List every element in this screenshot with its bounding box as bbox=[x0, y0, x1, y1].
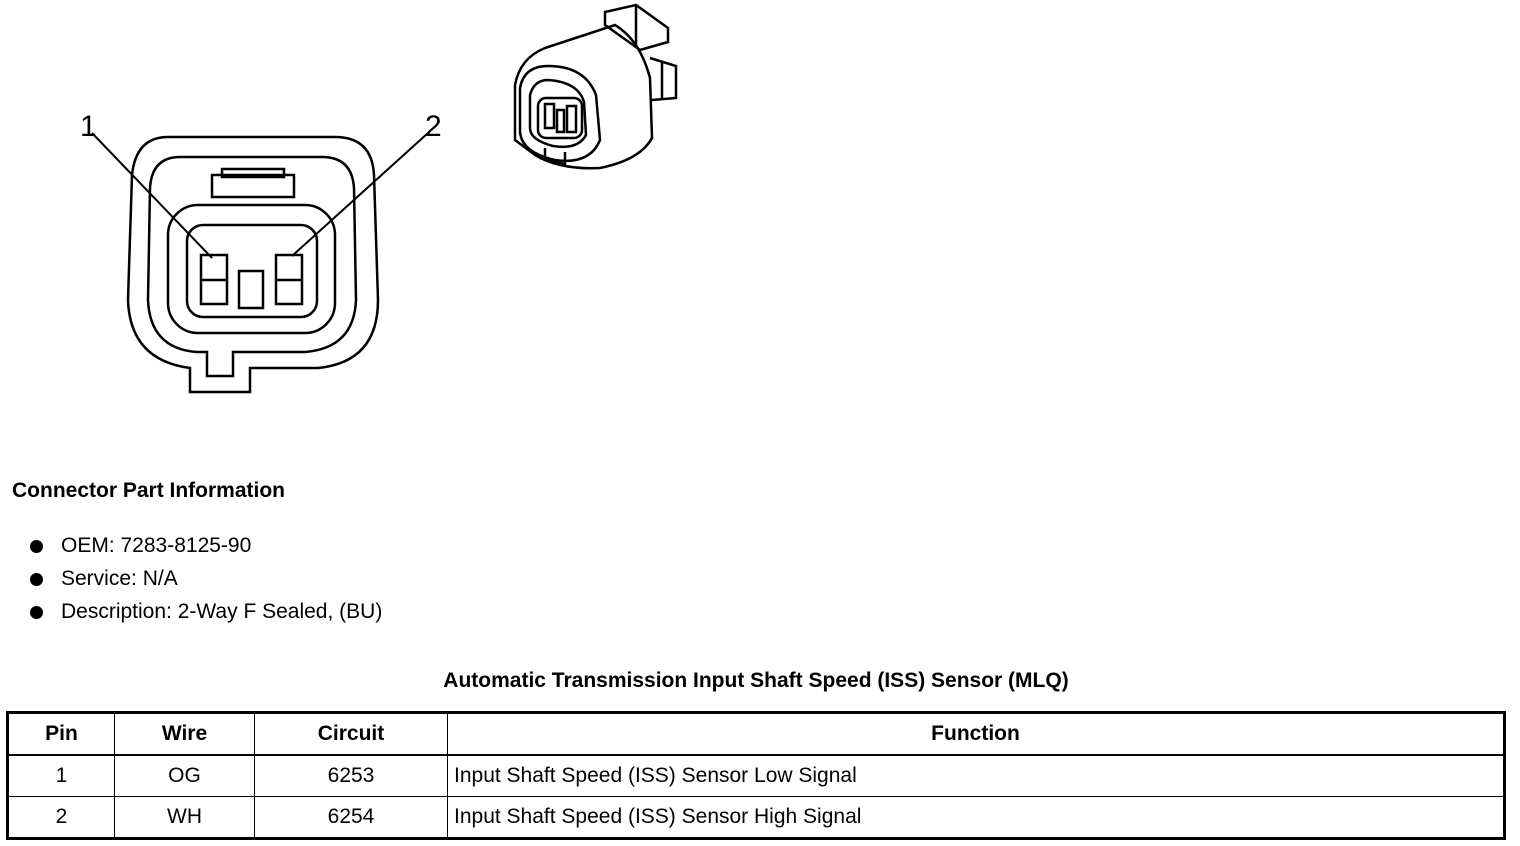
iso-top-box bbox=[603, 3, 670, 52]
info-item-description: Description: 2-Way F Sealed, (BU) bbox=[30, 598, 382, 631]
cell-circuit: 6254 bbox=[254, 796, 448, 839]
info-item-text: OEM: 7283-8125-90 bbox=[61, 534, 252, 557]
header-pin: Pin bbox=[7, 712, 115, 756]
cell-wire: OG bbox=[114, 754, 255, 797]
iso-face-outer bbox=[518, 64, 602, 163]
table-row: 2 WH 6254 Input Shaft Speed (ISS) Sensor… bbox=[7, 796, 1505, 839]
table-title: Automatic Transmission Input Shaft Speed… bbox=[443, 669, 1069, 692]
terminal-cavity-outer bbox=[166, 203, 337, 335]
connector-isometric-view bbox=[513, 3, 678, 170]
cell-circuit: 6253 bbox=[254, 754, 448, 797]
connector-diagram: 1 2 bbox=[80, 3, 678, 394]
connector-latch bbox=[210, 173, 296, 199]
bullet-icon bbox=[30, 573, 43, 586]
iso-face-inner bbox=[528, 78, 588, 149]
iso-body bbox=[513, 23, 654, 170]
pin-1-label: 1 bbox=[80, 110, 97, 143]
terminal-cavity-inner bbox=[185, 223, 319, 319]
pin-2-leader bbox=[291, 132, 429, 257]
connector-latch-top bbox=[220, 167, 286, 179]
cell-function: Input Shaft Speed (ISS) Sensor Low Signa… bbox=[447, 754, 1505, 797]
pinout-table: Pin Wire Circuit Function 1 OG 6253 Inpu… bbox=[6, 711, 1506, 840]
iso-terminal-key bbox=[555, 108, 566, 134]
iso-terminal-window bbox=[536, 96, 584, 140]
header-function: Function bbox=[447, 712, 1505, 756]
cell-pin: 1 bbox=[7, 754, 115, 797]
pin-2-label: 2 bbox=[425, 110, 442, 143]
iso-bottom-tab bbox=[543, 148, 567, 166]
connector-inner-shell bbox=[146, 155, 358, 378]
header-wire: Wire bbox=[114, 712, 255, 756]
connector-face-view bbox=[91, 132, 429, 394]
terminal-key bbox=[237, 269, 265, 310]
info-item-text: Service: N/A bbox=[61, 567, 178, 590]
cell-pin: 2 bbox=[7, 796, 115, 839]
pin-1-leader bbox=[91, 132, 213, 259]
info-item-oem: OEM: 7283-8125-90 bbox=[30, 532, 382, 565]
header-circuit: Circuit bbox=[254, 712, 448, 756]
cell-wire: WH bbox=[114, 796, 255, 839]
connector-info-list: OEM: 7283-8125-90 Service: N/A Descripti… bbox=[30, 532, 382, 631]
connector-outer-shell bbox=[126, 135, 380, 394]
iso-terminal-2 bbox=[565, 104, 578, 134]
table-header-row: Pin Wire Circuit Function bbox=[7, 712, 1505, 756]
info-item-text: Description: 2-Way F Sealed, (BU) bbox=[61, 600, 383, 623]
bullet-icon bbox=[30, 606, 43, 619]
bullet-icon bbox=[30, 540, 43, 553]
cell-function: Input Shaft Speed (ISS) Sensor High Sign… bbox=[447, 796, 1505, 839]
iso-terminal-1 bbox=[543, 102, 556, 130]
table-row: 1 OG 6253 Input Shaft Speed (ISS) Sensor… bbox=[7, 754, 1505, 797]
connector-info-title: Connector Part Information bbox=[12, 479, 286, 502]
info-item-service: Service: N/A bbox=[30, 565, 382, 598]
